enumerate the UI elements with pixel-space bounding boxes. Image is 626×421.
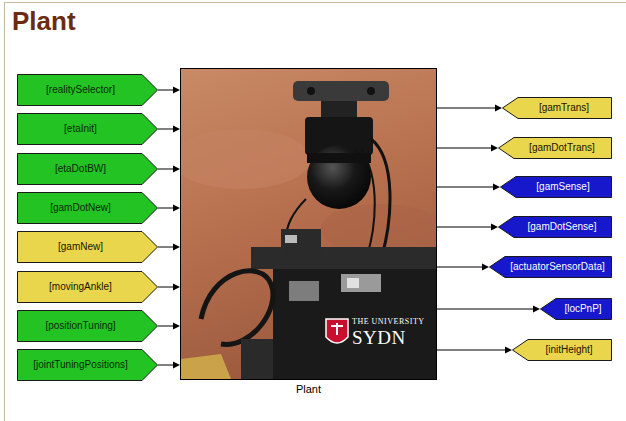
tag-label-area: [gamNew]	[19, 231, 142, 263]
tag-label-area: [gamTrans]	[518, 97, 610, 119]
from-tag: [jointTuningPositions]	[17, 349, 158, 381]
signal-line	[437, 224, 498, 231]
signal-line	[437, 105, 502, 112]
tag-label-area: [initHeight]	[528, 339, 610, 361]
tag-label-area: [actuatorSensorData]	[505, 256, 610, 278]
signal-name: [gamDotSense]	[528, 222, 597, 232]
goto-tag: [gamDotTrans]	[498, 137, 612, 159]
from-tag: [positionTuning]	[17, 310, 158, 342]
tag-label-area: [gamSense]	[516, 176, 610, 198]
tag-label-area: [movingAnkle]	[19, 271, 142, 303]
tag-label-area: [gamDotTrans]	[514, 137, 610, 159]
tag-label-area: [etaDotBW]	[19, 153, 142, 185]
signal-line	[158, 284, 180, 291]
goto-tag: [initHeight]	[512, 339, 612, 361]
signal-name: [locPnP]	[564, 304, 601, 314]
goto-tag: [gamDotSense]	[498, 216, 612, 238]
goto-tag: [actuatorSensorData]	[489, 256, 612, 278]
signal-line	[158, 244, 180, 251]
signal-name: [movingAnkle]	[49, 282, 112, 292]
block-name: Plant	[181, 383, 436, 395]
goto-tag: [gamSense]	[500, 176, 612, 198]
signal-name: [etaInit]	[64, 124, 97, 134]
signal-name: [actuatorSensorData]	[510, 262, 605, 272]
photo-text: THE UNIVERSITY	[352, 318, 425, 326]
signal-line	[437, 145, 498, 152]
from-tag: [gamDotNew]	[17, 192, 158, 224]
signal-name: [etaDotBW]	[55, 164, 106, 174]
signal-name: [positionTuning]	[45, 321, 115, 331]
goto-tag: [gamTrans]	[502, 97, 612, 119]
signal-line	[437, 347, 512, 354]
tag-label-area: [positionTuning]	[19, 310, 142, 342]
signal-line	[158, 205, 180, 212]
signal-name: [gamNew]	[58, 242, 103, 252]
signal-name: [gamTrans]	[539, 103, 589, 113]
signal-line	[158, 87, 180, 94]
signal-line	[158, 166, 180, 173]
diagram-title: Plant	[12, 6, 76, 37]
goto-tag: [locPnP]	[540, 298, 612, 320]
from-tag: [realitySelector]	[17, 74, 158, 106]
signal-line	[158, 362, 180, 369]
tag-label-area: [jointTuningPositions]	[19, 349, 142, 381]
signal-line	[437, 184, 500, 191]
signal-name: [gamDotTrans]	[529, 143, 595, 153]
signal-line	[158, 126, 180, 133]
tag-label-area: [gamDotSense]	[514, 216, 610, 238]
signal-name: [realitySelector]	[46, 85, 115, 95]
signal-line	[437, 306, 540, 313]
photo-text: SYDN	[352, 328, 406, 347]
tag-label-area: [realitySelector]	[19, 74, 142, 106]
signal-name: [jointTuningPositions]	[33, 360, 128, 370]
tag-label-area: [gamDotNew]	[19, 192, 142, 224]
from-tag: [gamNew]	[17, 231, 158, 263]
from-tag: [etaDotBW]	[17, 153, 158, 185]
signal-name: [initHeight]	[545, 345, 592, 355]
signal-name: [gamSense]	[536, 182, 589, 192]
tag-label-area: [locPnP]	[556, 298, 610, 320]
from-tag: [etaInit]	[17, 113, 158, 145]
signal-line	[158, 323, 180, 330]
from-tag: [movingAnkle]	[17, 271, 158, 303]
signal-line	[437, 264, 489, 271]
signal-name: [gamDotNew]	[50, 203, 111, 213]
tag-label-area: [etaInit]	[19, 113, 142, 145]
